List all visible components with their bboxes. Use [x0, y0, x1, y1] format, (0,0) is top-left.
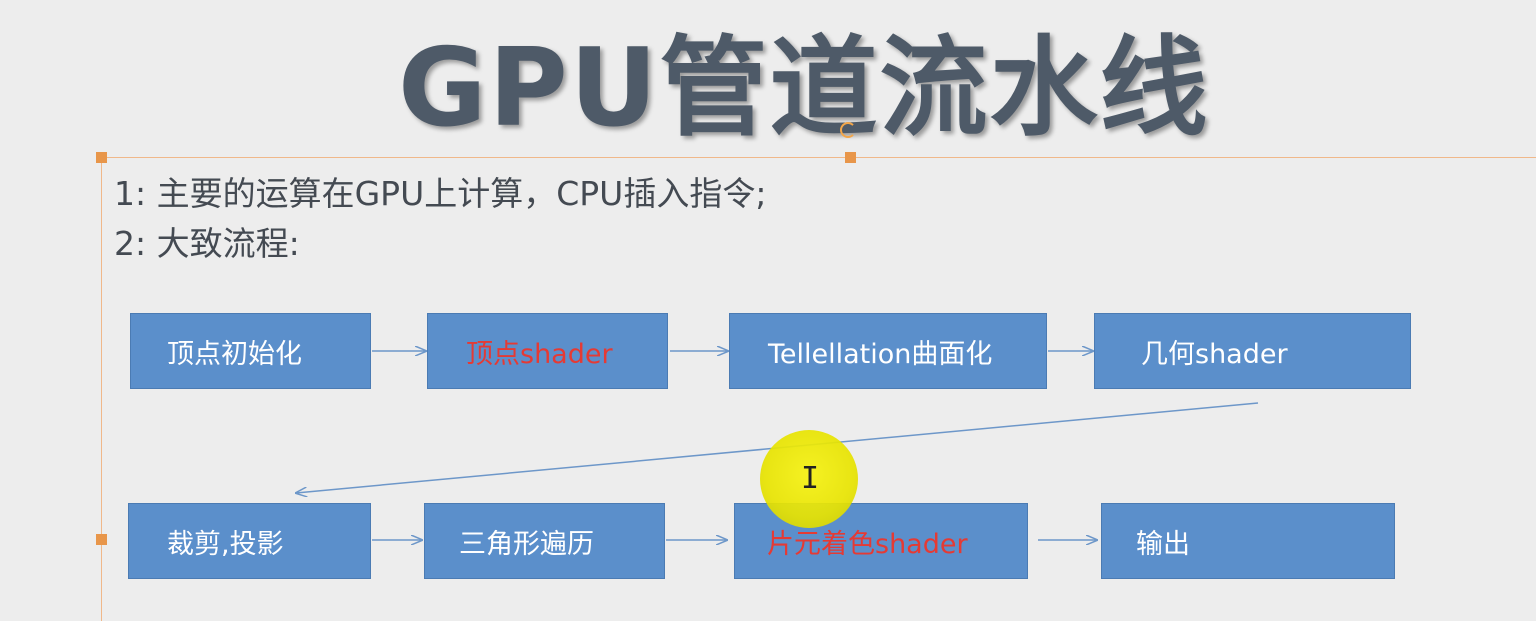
- textbox-border-left: [101, 157, 102, 621]
- step-label: Tellellation曲面化: [768, 338, 993, 370]
- step-box-vertex-init[interactable]: 顶点初始化: [130, 313, 371, 389]
- step-label: 顶点初始化: [167, 338, 302, 370]
- step-label: 片元着色shader: [767, 528, 968, 560]
- slide-title: GPU管道流水线: [398, 26, 1210, 151]
- step-box-vertex-shader[interactable]: 顶点shader: [427, 313, 668, 389]
- textbox-border-top: [101, 157, 1536, 158]
- rotate-handle-icon[interactable]: [840, 122, 856, 138]
- step-label: 几何shader: [1141, 338, 1288, 370]
- step-box-clip-project[interactable]: 裁剪,投影: [128, 503, 371, 579]
- step-box-tessellation[interactable]: Tellellation曲面化: [729, 313, 1047, 389]
- step-box-triangle-traversal[interactable]: 三角形遍历: [424, 503, 665, 579]
- resize-handle-left-middle[interactable]: [96, 534, 107, 545]
- resize-handle-top-middle[interactable]: [845, 152, 856, 163]
- bullet-1[interactable]: 1: 主要的运算在GPU上计算，CPU插入指令;: [114, 174, 767, 213]
- step-label: 顶点shader: [466, 338, 613, 370]
- resize-handle-top-left[interactable]: [96, 152, 107, 163]
- step-box-geometry-shader[interactable]: 几何shader: [1094, 313, 1411, 389]
- step-label: 输出: [1136, 528, 1190, 560]
- cursor-highlight: [760, 430, 858, 528]
- bullet-2[interactable]: 2: 大致流程:: [114, 224, 300, 263]
- step-label: 三角形遍历: [459, 528, 594, 560]
- step-label: 裁剪,投影: [167, 528, 284, 560]
- text-cursor-icon: I: [801, 461, 820, 496]
- step-box-output[interactable]: 输出: [1101, 503, 1395, 579]
